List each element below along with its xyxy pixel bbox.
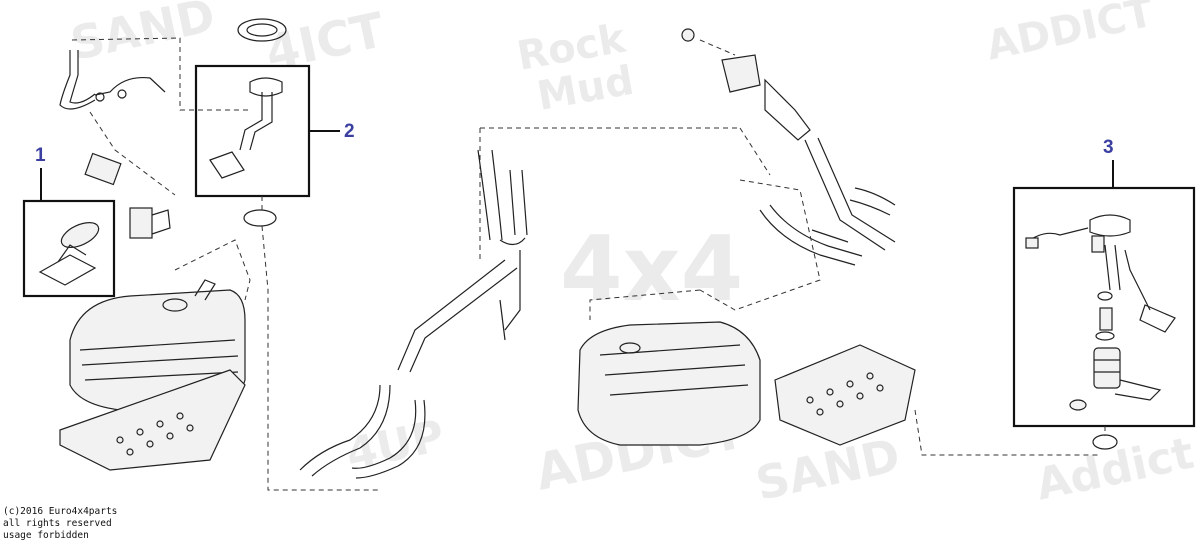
- callout-number-3: 3: [1103, 137, 1114, 158]
- rights-line: all rights reserved: [3, 518, 112, 529]
- svg-text:SAND: SAND: [66, 0, 219, 71]
- svg-text:4UP: 4UP: [342, 410, 449, 480]
- right-fuel-tank-group: [577, 321, 1100, 456]
- usage-line: usage forbidden: [3, 530, 89, 541]
- left-fuel-system-group: [22, 18, 380, 491]
- svg-text:4x4: 4x4: [560, 217, 743, 322]
- callout-number-1: 1: [35, 145, 46, 166]
- callout-3-frame: [1012, 186, 1196, 428]
- svg-text:Addict: Addict: [1032, 428, 1198, 511]
- svg-text:4ICT: 4ICT: [261, 2, 390, 82]
- center-pipe-group: [299, 127, 740, 479]
- pump-assembly-group: [1012, 160, 1196, 450]
- callout-2-frame: [194, 64, 311, 198]
- svg-text:ADDICT: ADDICT: [983, 0, 1158, 70]
- callout-1-frame: [22, 199, 116, 298]
- filler-neck-group: [589, 28, 896, 320]
- copyright-line: (c)2016 Euro4x4parts: [3, 506, 118, 517]
- callout-number-2: 2: [344, 121, 355, 142]
